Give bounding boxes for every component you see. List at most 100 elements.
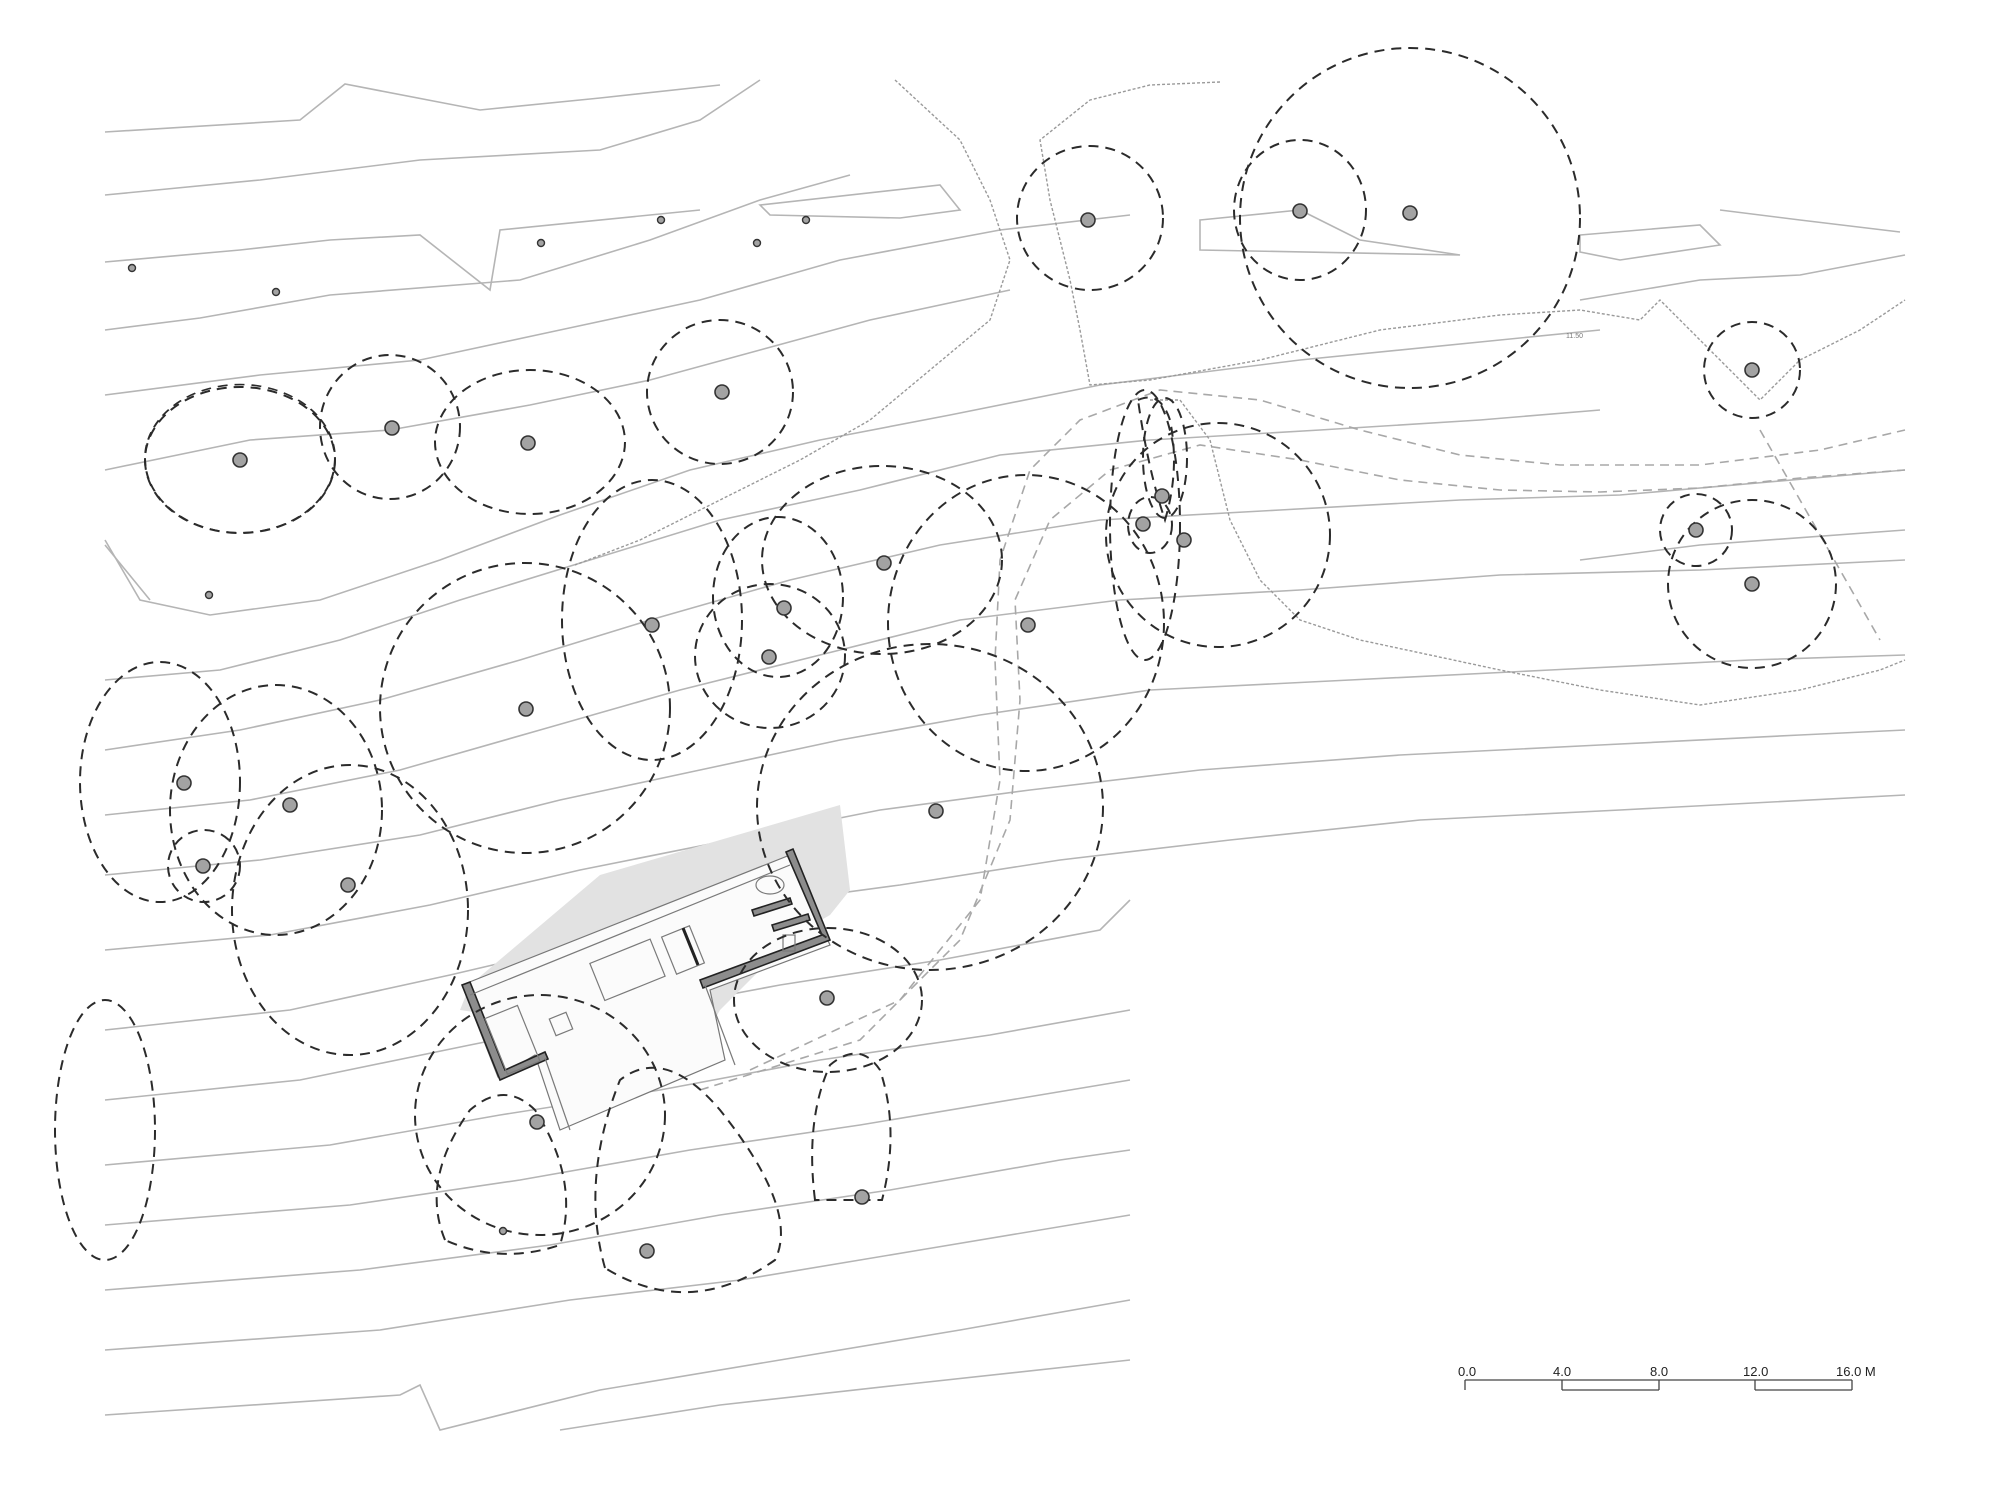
tree-canopy bbox=[756, 643, 1104, 971]
tree-trunk bbox=[776, 600, 792, 616]
vegetation-edge bbox=[1150, 399, 1906, 706]
contour-line bbox=[104, 794, 1906, 1031]
tree-trunk bbox=[1744, 576, 1760, 592]
tree-trunk bbox=[761, 649, 777, 665]
tree-canopy bbox=[1016, 145, 1164, 291]
contour-label: 11.50 bbox=[1566, 333, 1583, 340]
tree-trunk bbox=[1020, 617, 1036, 633]
tree-canopy bbox=[594, 1066, 782, 1294]
contour-lines bbox=[104, 79, 1906, 1431]
tree-canopy bbox=[79, 661, 241, 903]
tree-trunk bbox=[195, 858, 211, 874]
tree-canopy bbox=[1667, 499, 1837, 669]
scale-tick-12: 12.0 bbox=[1743, 1364, 1769, 1379]
partition-wall bbox=[681, 927, 700, 966]
contour-line bbox=[104, 544, 151, 601]
tree-canopy bbox=[54, 999, 156, 1261]
contour-line bbox=[1199, 209, 1461, 256]
scale-tick-8: 8.0 bbox=[1650, 1364, 1669, 1379]
contour-line bbox=[104, 654, 1906, 876]
tree-canopies bbox=[54, 47, 1837, 1294]
tree-trunk bbox=[520, 435, 536, 451]
tree-canopy bbox=[1233, 139, 1367, 281]
contour-line bbox=[104, 469, 1906, 751]
tree-canopy bbox=[811, 1052, 892, 1201]
track-edge bbox=[1759, 429, 1881, 641]
tree-trunk bbox=[819, 990, 835, 1006]
bathroom-wall bbox=[750, 897, 794, 917]
contour-line bbox=[104, 1149, 1131, 1291]
tree-canopy bbox=[561, 479, 743, 761]
tree-canopy bbox=[1105, 422, 1331, 648]
scale-bar bbox=[1464, 1379, 1853, 1391]
tree-trunk bbox=[1688, 522, 1704, 538]
sapling bbox=[204, 590, 214, 600]
contour-line bbox=[104, 289, 1011, 471]
sapling bbox=[536, 238, 546, 248]
contour-line bbox=[1719, 209, 1901, 233]
contour-line bbox=[1579, 224, 1722, 261]
sapling bbox=[127, 263, 137, 273]
tree-canopy bbox=[434, 369, 626, 515]
contour-line bbox=[104, 1079, 1131, 1226]
contour-line bbox=[104, 729, 1906, 951]
basin bbox=[755, 875, 785, 895]
sapling bbox=[801, 215, 811, 225]
contour-line bbox=[104, 174, 851, 331]
tree-trunk bbox=[340, 877, 356, 893]
cabin-wall bbox=[460, 980, 550, 1082]
scale-tick-0: 0.0 bbox=[1458, 1364, 1477, 1379]
tree-canopy bbox=[379, 562, 671, 854]
track-edge bbox=[749, 389, 1906, 1071]
contour-line bbox=[1579, 529, 1906, 561]
sapling bbox=[271, 287, 281, 297]
scale-tick-16: 16.0 M bbox=[1836, 1364, 1876, 1379]
sapling bbox=[752, 238, 762, 248]
tree-trunk bbox=[176, 775, 192, 791]
tree-canopy bbox=[761, 465, 1003, 655]
scale-tick-4: 4.0 bbox=[1553, 1364, 1572, 1379]
tree-canopy bbox=[1703, 321, 1801, 419]
track-edge bbox=[699, 444, 1906, 1091]
toilet bbox=[782, 934, 796, 952]
cabin-plan bbox=[460, 847, 832, 1131]
contour-line bbox=[104, 209, 701, 292]
tree-canopy bbox=[694, 583, 846, 729]
vegetation-edge bbox=[574, 79, 1011, 566]
tree-canopy bbox=[144, 386, 336, 534]
tree-trunk bbox=[644, 617, 660, 633]
tree-trunks bbox=[127, 203, 1760, 1259]
kitchen-counter bbox=[660, 925, 706, 975]
tree-trunk bbox=[518, 701, 534, 717]
tree-trunk bbox=[1176, 532, 1192, 548]
sapling bbox=[656, 215, 666, 225]
contour-line bbox=[104, 1009, 1131, 1166]
tree-canopy bbox=[319, 354, 461, 500]
tree-trunk bbox=[854, 1189, 870, 1205]
tree-canopy bbox=[231, 764, 469, 1056]
tree-trunk bbox=[1135, 516, 1151, 532]
tree-trunk bbox=[1402, 205, 1418, 221]
contour-line bbox=[104, 329, 1601, 616]
tree-trunk bbox=[714, 384, 730, 400]
armchair bbox=[548, 1011, 574, 1037]
contour-line bbox=[104, 409, 1601, 681]
tree-trunk bbox=[529, 1114, 545, 1130]
contour-line bbox=[104, 83, 721, 133]
dining-table bbox=[589, 938, 666, 1002]
tree-canopy bbox=[733, 927, 923, 1073]
contour-line bbox=[1579, 254, 1906, 301]
access-track bbox=[699, 389, 1906, 1091]
tree-canopy bbox=[1239, 47, 1581, 389]
contour-line bbox=[758, 184, 962, 219]
tree-canopy bbox=[167, 829, 241, 903]
tree-canopy bbox=[169, 684, 383, 936]
tree-trunk bbox=[1080, 212, 1096, 228]
tree-trunk bbox=[1744, 362, 1760, 378]
tree-canopy bbox=[1142, 397, 1188, 519]
cabin-glazing bbox=[704, 984, 736, 1066]
contour-line bbox=[104, 1214, 1131, 1351]
tree-trunk bbox=[928, 803, 944, 819]
tree-canopy bbox=[646, 319, 794, 465]
